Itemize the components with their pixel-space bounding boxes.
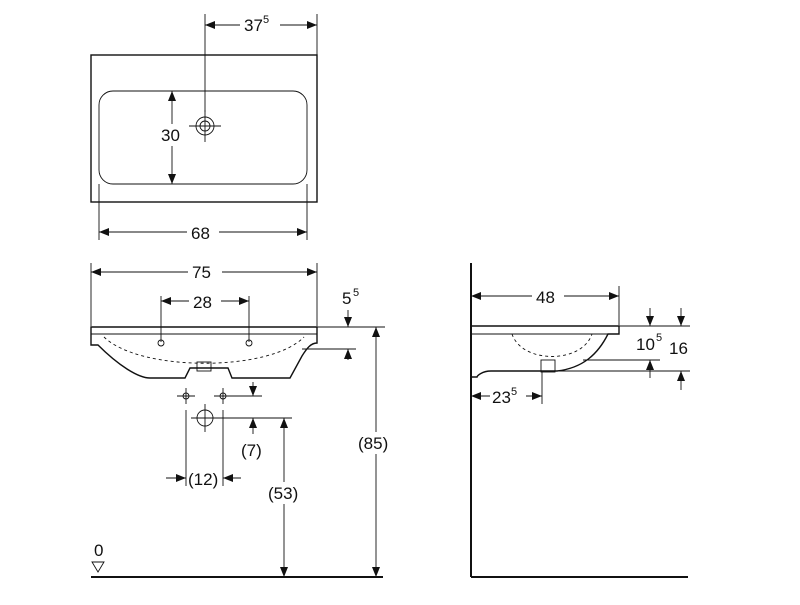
dim-label: 16 bbox=[669, 339, 688, 358]
dim-label: (85) bbox=[358, 434, 388, 453]
dim-label-superscript: 5 bbox=[656, 332, 662, 344]
dim-bowl-width: 68 bbox=[99, 222, 307, 243]
dim-tap-offset: 37 5 bbox=[205, 14, 317, 35]
dim-waste-offset: (7) bbox=[241, 382, 262, 460]
front-view: 75 28 5 5 bbox=[90, 262, 395, 578]
dim-label-superscript: 5 bbox=[511, 386, 517, 398]
floor-line: 0 bbox=[91, 541, 383, 578]
dim-waste-spacing: (12) bbox=[166, 468, 241, 489]
dim-label: 48 bbox=[536, 288, 555, 307]
basin-side bbox=[471, 325, 620, 378]
dim-label: 5 bbox=[342, 289, 351, 308]
top-view: 37 5 30 68 bbox=[90, 14, 318, 243]
dim-bowl-depth: 30 bbox=[158, 91, 186, 184]
dim-projection: 48 bbox=[471, 286, 619, 307]
dim-label: 10 bbox=[636, 335, 655, 354]
floor-level-label: 0 bbox=[94, 541, 103, 560]
dim-outlet-distance: 23 5 bbox=[471, 386, 542, 407]
dim-label: 23 bbox=[492, 388, 511, 407]
dim-label: 28 bbox=[193, 293, 212, 312]
basin-outline-top bbox=[90, 54, 318, 203]
dim-rim-height-floor: (85) bbox=[357, 327, 395, 577]
dim-label: 68 bbox=[191, 224, 210, 243]
dim-bolt-spacing: 28 bbox=[161, 291, 249, 312]
basin-front bbox=[90, 296, 318, 379]
side-view: 48 23 5 10 5 16 bbox=[470, 263, 690, 578]
dim-label: (12) bbox=[188, 470, 218, 489]
dim-waste-height: (53) bbox=[266, 418, 304, 577]
dim-label: (7) bbox=[241, 441, 262, 460]
dim-label: 37 bbox=[244, 16, 263, 35]
dim-total-width: 75 bbox=[91, 262, 317, 282]
bowl-outline-top bbox=[98, 90, 308, 185]
dim-rim-height: 5 5 bbox=[342, 287, 359, 360]
dim-label: 30 bbox=[161, 126, 180, 145]
dim-total-height: 16 bbox=[669, 308, 688, 390]
dim-bowl-height: 10 5 bbox=[636, 308, 662, 378]
dim-label-superscript: 5 bbox=[353, 287, 359, 299]
dim-label: 75 bbox=[192, 263, 211, 282]
dim-label: (53) bbox=[268, 484, 298, 503]
dim-label-superscript: 5 bbox=[263, 14, 269, 26]
tap-hole bbox=[189, 110, 221, 142]
waste-outlet-markers bbox=[177, 388, 292, 486]
